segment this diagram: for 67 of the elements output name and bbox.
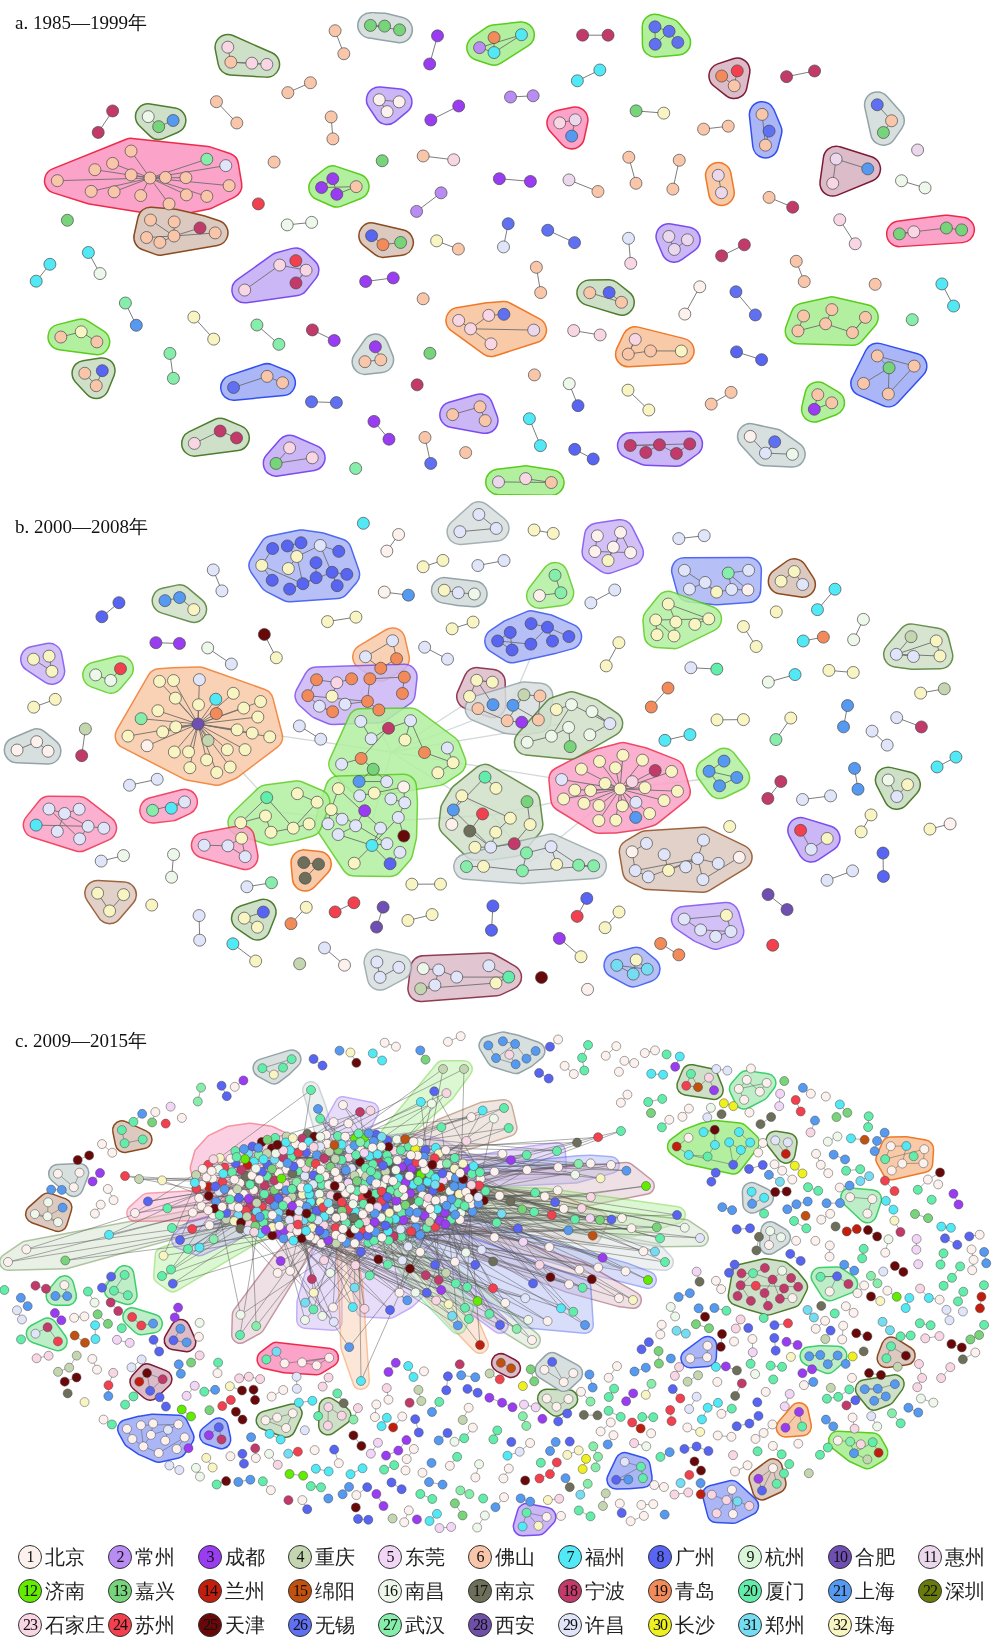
legend-label: 广州 xyxy=(675,1544,715,1569)
legend-label: 嘉兴 xyxy=(135,1578,175,1603)
legend-label: 武汉 xyxy=(405,1612,445,1637)
legend-number: 17 xyxy=(473,1582,487,1599)
legend-label: 常州 xyxy=(135,1544,175,1569)
legend-number: 12 xyxy=(23,1582,37,1599)
legend-number: 3 xyxy=(206,1548,214,1565)
legend-number: 14 xyxy=(203,1582,217,1599)
legend-number: 19 xyxy=(653,1582,667,1599)
panel-title: c. 2009—2015年 xyxy=(15,1029,147,1053)
legend-number: 24 xyxy=(113,1616,127,1633)
legend-number: 6 xyxy=(476,1548,484,1565)
legend-label: 珠海 xyxy=(855,1612,895,1637)
legend-number: 25 xyxy=(203,1616,217,1633)
legend-number: 31 xyxy=(743,1616,757,1633)
legend-label: 长沙 xyxy=(675,1612,715,1637)
legend-number: 21 xyxy=(833,1582,847,1599)
legend-number: 16 xyxy=(383,1582,397,1599)
legend-label: 苏州 xyxy=(135,1612,175,1637)
legend-label: 天津 xyxy=(225,1612,265,1637)
legend-number: 7 xyxy=(566,1548,574,1565)
legend-number: 4 xyxy=(296,1548,304,1565)
legend-number: 2 xyxy=(116,1548,124,1565)
legend-number: 32 xyxy=(833,1616,847,1633)
legend-label: 石家庄 xyxy=(45,1612,105,1637)
legend-label: 南京 xyxy=(495,1578,535,1603)
legend-label: 惠州 xyxy=(945,1544,985,1569)
legend-number: 22 xyxy=(923,1582,937,1599)
legend-number: 1 xyxy=(26,1548,34,1565)
legend-label: 兰州 xyxy=(225,1578,265,1603)
legend-number: 18 xyxy=(563,1582,577,1599)
legend-label: 深圳 xyxy=(945,1578,985,1603)
legend-label: 北京 xyxy=(45,1544,85,1569)
legend-label: 许昌 xyxy=(585,1612,625,1637)
legend-label: 西安 xyxy=(495,1612,535,1637)
legend-label: 南昌 xyxy=(405,1578,445,1603)
legend-label: 郑州 xyxy=(765,1612,805,1637)
legend-number: 11 xyxy=(923,1548,937,1565)
legend-label: 福州 xyxy=(585,1544,625,1569)
legend-number: 15 xyxy=(293,1582,307,1599)
legend-number: 26 xyxy=(293,1616,307,1633)
legend-number: 20 xyxy=(743,1582,757,1599)
legend-label: 杭州 xyxy=(765,1544,805,1569)
legend-label: 东莞 xyxy=(405,1544,445,1569)
panel-title: b. 2000—2008年 xyxy=(15,515,148,539)
legend-number: 8 xyxy=(656,1548,664,1565)
legend-label: 成都 xyxy=(225,1544,265,1569)
legend-number: 30 xyxy=(653,1616,667,1633)
legend-number: 23 xyxy=(23,1616,37,1633)
legend-label: 上海 xyxy=(855,1578,895,1603)
legend-number: 5 xyxy=(386,1548,394,1565)
legend-number: 28 xyxy=(473,1616,487,1633)
legend-number: 9 xyxy=(746,1548,754,1565)
legend-label: 合肥 xyxy=(855,1544,895,1569)
legend-label: 佛山 xyxy=(495,1544,535,1569)
panel-title: a. 1985—1999年 xyxy=(15,11,147,35)
legend-label: 青岛 xyxy=(675,1578,715,1603)
legend-number: 29 xyxy=(563,1616,577,1633)
legend-label: 无锡 xyxy=(315,1612,355,1637)
legend-number: 13 xyxy=(113,1582,127,1599)
legend-label: 重庆 xyxy=(315,1544,355,1569)
legend-number: 27 xyxy=(383,1616,397,1633)
legend-label: 厦门 xyxy=(765,1578,805,1603)
legend-label: 绵阳 xyxy=(315,1578,355,1603)
legend-label: 济南 xyxy=(45,1578,85,1603)
legend-label: 宁波 xyxy=(585,1578,625,1603)
legend-number: 10 xyxy=(833,1548,847,1565)
